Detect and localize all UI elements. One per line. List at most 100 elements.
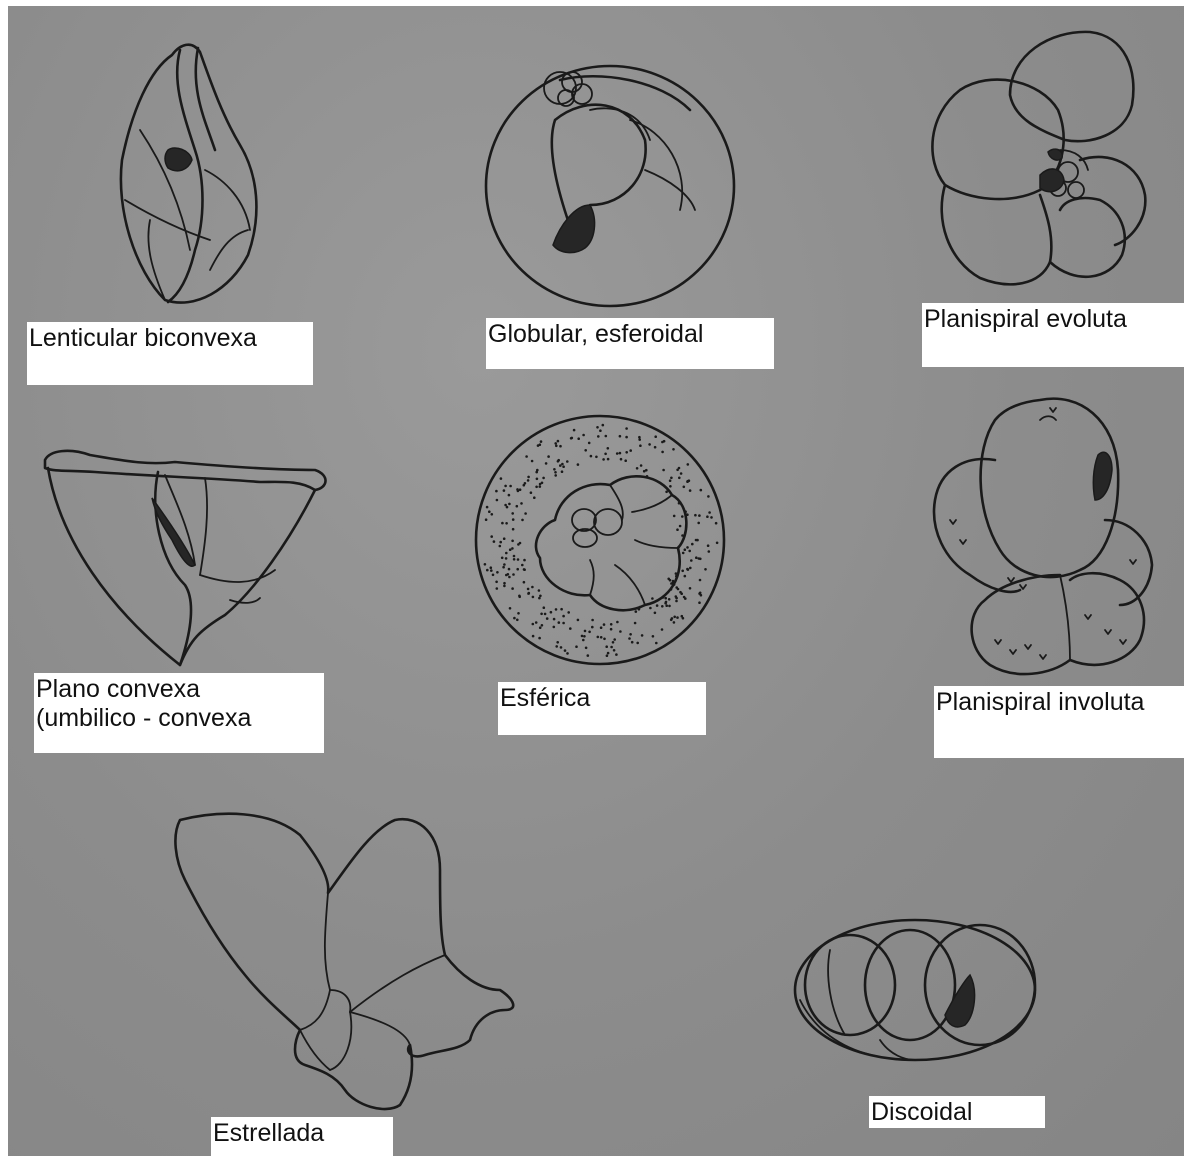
stipple-dot <box>715 522 718 525</box>
stipple-dot <box>553 618 556 621</box>
stipple-dot <box>688 550 691 553</box>
stipple-dot <box>550 611 553 614</box>
stipple-dot <box>610 628 613 631</box>
stipple-dot <box>543 606 546 609</box>
stipple-dot <box>516 568 519 571</box>
stipple-dot <box>669 579 672 582</box>
stipple-dot <box>491 513 494 516</box>
stipple-dot <box>681 615 684 618</box>
stipple-dot <box>698 557 701 560</box>
stipple-dot <box>634 622 637 625</box>
stipple-dot <box>520 502 523 505</box>
stipple-dot <box>512 573 515 576</box>
stipple-dot <box>681 570 684 573</box>
stipple-dot <box>527 476 530 479</box>
stipple-dot <box>566 460 569 463</box>
stipple-dot <box>537 444 540 447</box>
stipple-dot <box>595 456 598 459</box>
stipple-dot <box>509 548 512 551</box>
estrellada-drawing <box>175 814 513 1109</box>
stipple-dot <box>698 601 701 604</box>
stipple-dot <box>656 604 659 607</box>
label-planispiral-involuta: Planispiral involuta <box>934 686 1184 758</box>
stipple-dot <box>486 569 489 572</box>
stipple-dot <box>605 645 608 648</box>
stipple-dot <box>517 558 520 561</box>
stipple-dot <box>492 574 495 577</box>
stipple-dot <box>676 528 679 531</box>
stipple-dot <box>511 587 514 590</box>
stipple-dot <box>687 463 690 466</box>
stipple-dot <box>527 588 530 591</box>
stipple-dot <box>605 435 608 438</box>
stipple-dot <box>669 485 672 488</box>
stipple-dot <box>684 575 687 578</box>
stipple-dot <box>643 470 646 473</box>
stipple-dot <box>648 443 651 446</box>
stipple-dot <box>675 600 678 603</box>
stipple-dot <box>673 621 676 624</box>
stipple-dot <box>671 617 674 620</box>
stipple-dot <box>583 635 586 638</box>
stipple-dot <box>486 506 489 509</box>
stipple-dot <box>531 460 534 463</box>
stipple-dot <box>584 449 587 452</box>
stipple-dot <box>613 638 616 641</box>
stipple-dot <box>562 465 565 468</box>
stipple-dot <box>612 641 615 644</box>
stipple-dot <box>560 608 563 611</box>
stipple-dot <box>544 613 547 616</box>
stipple-dot <box>599 429 602 432</box>
stipple-dot <box>516 619 519 622</box>
stipple-dot <box>584 630 587 633</box>
stipple-dot <box>654 446 657 449</box>
stipple-dot <box>577 619 580 622</box>
stipple-dot <box>542 477 545 480</box>
stipple-dot <box>559 445 562 448</box>
stipple-dot <box>654 612 657 615</box>
stipple-dot <box>505 522 508 525</box>
stipple-dot <box>536 478 539 481</box>
stipple-dot <box>625 436 628 439</box>
stipple-dot <box>541 624 544 627</box>
stipple-dot <box>495 581 498 584</box>
stipple-dot <box>690 559 693 562</box>
stipple-dot <box>625 427 628 430</box>
stipple-dot <box>558 621 561 624</box>
stipple-dot <box>591 619 594 622</box>
stipple-dot <box>496 499 499 502</box>
stipple-dot <box>513 555 516 558</box>
stipple-dot <box>559 464 562 467</box>
stipple-dot <box>539 483 542 486</box>
stipple-dot <box>585 647 588 650</box>
stipple-dot <box>596 426 599 429</box>
stipple-dot <box>610 623 613 626</box>
label-globular-esferoidal: Globular, esferoidal <box>486 318 774 369</box>
stipple-dot <box>485 518 488 521</box>
stipple-dot <box>508 494 511 497</box>
stipple-dot <box>532 623 535 626</box>
stipple-dot <box>506 506 509 509</box>
stipple-dot <box>613 649 616 652</box>
stipple-dot <box>577 437 580 440</box>
stipple-dot <box>681 515 684 518</box>
stipple-dot <box>527 479 530 482</box>
stipple-dot <box>689 587 692 590</box>
stipple-dot <box>668 598 671 601</box>
stipple-dot <box>669 479 672 482</box>
planispiral-evoluta-drawing <box>932 32 1145 284</box>
stipple-dot <box>555 608 558 611</box>
stipple-dot <box>676 469 679 472</box>
lenticular-biconvexa-drawing <box>121 45 257 303</box>
stipple-dot <box>523 568 526 571</box>
stipple-dot <box>619 630 622 633</box>
stipple-dot <box>570 437 573 440</box>
stipple-dot <box>517 543 520 546</box>
label-esferica: Esférica <box>498 682 706 735</box>
stipple-dot <box>597 435 600 438</box>
stipple-dot <box>496 571 499 574</box>
stipple-dot <box>535 621 538 624</box>
stipple-dot <box>654 435 657 438</box>
stipple-dot <box>523 484 526 487</box>
stipple-dot <box>502 566 505 569</box>
